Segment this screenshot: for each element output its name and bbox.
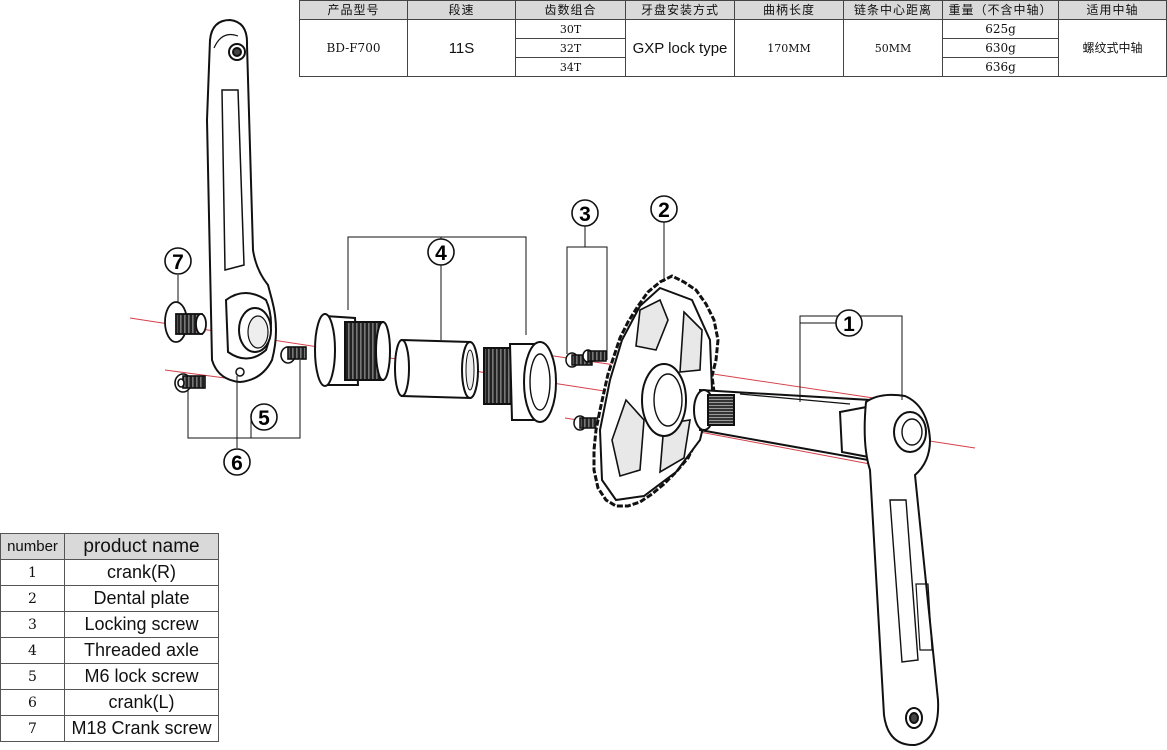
header-bb: 适用中轴 xyxy=(1058,0,1167,20)
header-weight: 重量（不含中轴） xyxy=(942,0,1059,20)
table-row: 2 Dental plate xyxy=(0,585,219,612)
spec-header-row: 产品型号 段速 齿数组合 牙盘安装方式 曲柄长度 链条中心距离 重量（不含中轴）… xyxy=(299,0,1167,20)
mount-value: GXP lock type xyxy=(625,19,735,77)
spec-table: 产品型号 段速 齿数组合 牙盘安装方式 曲柄长度 链条中心距离 重量（不含中轴）… xyxy=(299,0,1167,77)
part-number: 2 xyxy=(0,585,65,612)
part-number: 4 xyxy=(0,637,65,664)
weight-value: 630g xyxy=(942,38,1059,58)
part-number: 7 xyxy=(0,715,65,742)
part-name: Dental plate xyxy=(64,585,219,612)
table-row: 3 Locking screw xyxy=(0,611,219,638)
spec-row-3: 34T 636g xyxy=(300,57,1167,77)
teeth-value: 34T xyxy=(515,57,626,77)
callout-6: 6 xyxy=(223,448,251,476)
m6-lock-screws xyxy=(174,346,307,393)
part-number: 1 xyxy=(0,559,65,586)
chainline-value: 50MM xyxy=(843,19,943,77)
part-number: 3 xyxy=(0,611,65,638)
crank-screw-m18 xyxy=(164,301,207,343)
table-row: 5 M6 lock screw xyxy=(0,663,219,690)
chainring-dental-plate xyxy=(592,274,720,508)
table-row: 7 M18 Crank screw xyxy=(0,715,219,742)
header-model: 产品型号 xyxy=(299,0,408,20)
part-name: Locking screw xyxy=(64,611,219,638)
bb-value: 螺纹式中轴 xyxy=(1058,19,1167,77)
parts-header-row: number product name xyxy=(0,533,219,560)
callout-5-label: 5 xyxy=(258,407,270,430)
part-name: crank(L) xyxy=(64,689,219,716)
table-row: 6 crank(L) xyxy=(0,689,219,716)
weight-value: 625g xyxy=(942,19,1059,39)
callout-3: 3 xyxy=(571,199,599,227)
callout-7: 7 xyxy=(164,247,192,275)
crank-left xyxy=(205,18,277,384)
parts-header-name: product name xyxy=(64,533,219,560)
model-value: BD-F700 xyxy=(299,19,408,77)
table-row: 1 crank(R) xyxy=(0,559,219,586)
weight-value: 636g xyxy=(942,57,1059,77)
header-teeth: 齿数组合 xyxy=(515,0,626,20)
callout-2: 2 xyxy=(650,195,678,223)
callout-5: 5 xyxy=(250,403,278,431)
callout-4: 4 xyxy=(427,238,455,266)
part-name: crank(R) xyxy=(64,559,219,586)
teeth-value: 32T xyxy=(515,38,626,58)
callout-7-label: 7 xyxy=(172,251,184,274)
callout-2-label: 2 xyxy=(658,199,670,222)
header-chainline: 链条中心距离 xyxy=(843,0,943,20)
callout-1: 1 xyxy=(835,309,863,337)
part-number: 5 xyxy=(0,663,65,690)
locking-screws xyxy=(565,349,607,431)
teeth-value: 30T xyxy=(515,19,626,39)
part-name: Threaded axle xyxy=(64,637,219,664)
crank-right xyxy=(693,388,940,747)
callout-1-label: 1 xyxy=(843,313,855,336)
header-mount: 牙盘安装方式 xyxy=(625,0,735,20)
crank-length-value: 170MM xyxy=(734,19,844,77)
callout-6-label: 6 xyxy=(231,452,243,475)
parts-table: number product name 1 crank(R) 2 Dental … xyxy=(0,533,219,742)
header-speed: 段速 xyxy=(407,0,516,20)
header-crank-length: 曲柄长度 xyxy=(734,0,844,20)
speed-value: 11S xyxy=(407,19,516,77)
spec-row-2: 32T 630g xyxy=(300,38,1167,58)
spec-row-1: BD-F700 11S 30T GXP lock type 170MM 50MM… xyxy=(299,19,1167,77)
part-name: M18 Crank screw xyxy=(64,715,219,742)
callout-4-label: 4 xyxy=(435,242,447,265)
table-row: 4 Threaded axle xyxy=(0,637,219,664)
part-name: M6 lock screw xyxy=(64,663,219,690)
callout-3-label: 3 xyxy=(579,203,591,226)
part-number: 6 xyxy=(0,689,65,716)
parts-header-number: number xyxy=(0,533,65,560)
threaded-axle-bb xyxy=(314,313,557,423)
